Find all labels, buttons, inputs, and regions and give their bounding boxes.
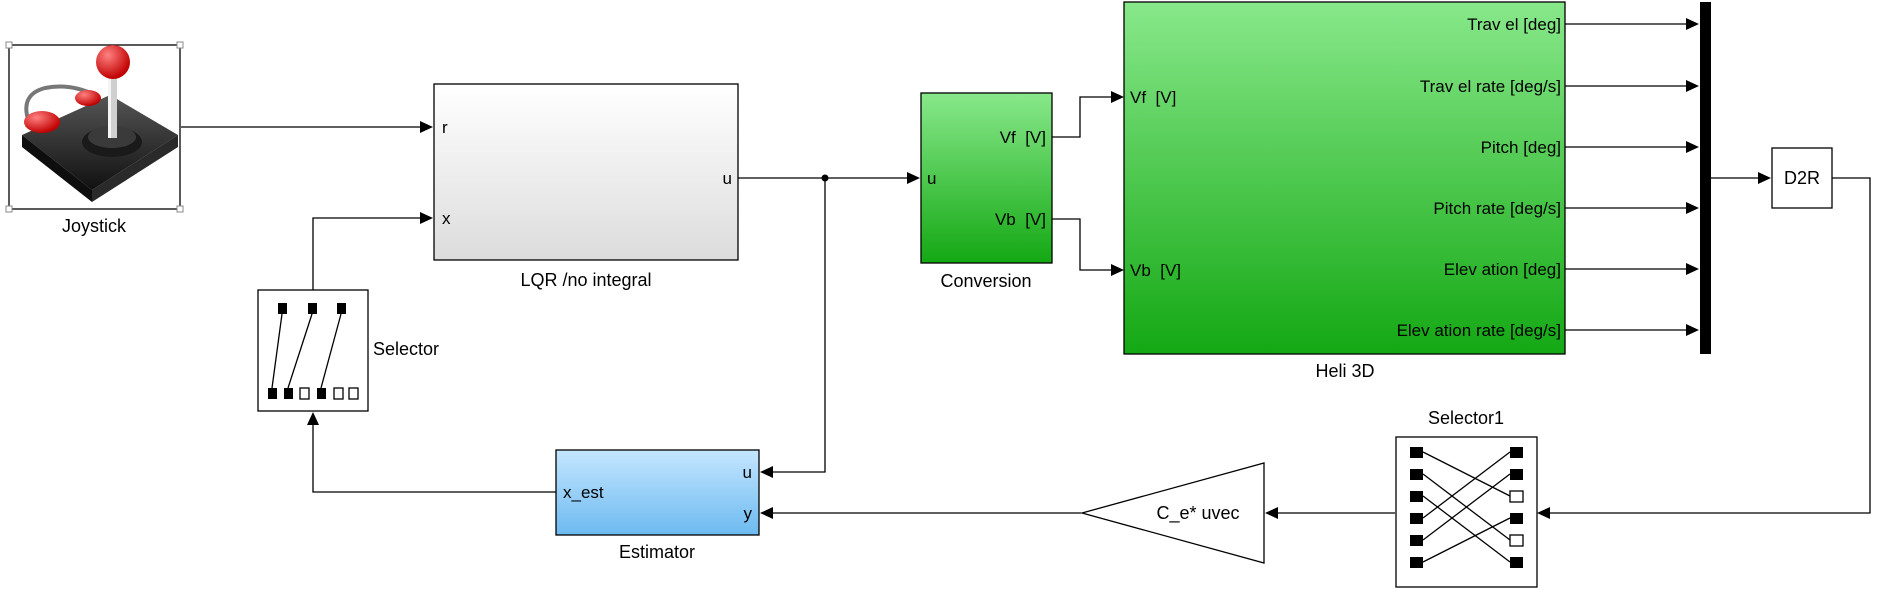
gain-block[interactable]: C_e* uvec [1079, 462, 1265, 564]
heli-port-elevation-rate: Elev ation rate [deg/s] [1397, 321, 1561, 340]
lqr-label: LQR /no integral [520, 270, 651, 290]
heli-port-pitch-rate: Pitch rate [deg/s] [1433, 199, 1561, 218]
selector1-label: Selector1 [1428, 408, 1504, 428]
estimator-block[interactable]: x_est u y [555, 449, 760, 536]
joystick-label: Joystick [62, 216, 127, 236]
heli-label: Heli 3D [1315, 361, 1374, 381]
lqr-block[interactable]: r x u [433, 83, 739, 261]
lqr-port-x: x [442, 209, 451, 228]
mux-block[interactable] [1700, 2, 1711, 354]
selector-label: Selector [373, 339, 439, 359]
heli-port-pitch: Pitch [deg] [1481, 138, 1561, 157]
heli-port-travel-rate: Trav el rate [deg/s] [1420, 77, 1561, 96]
estimator-port-x-est: x_est [563, 483, 604, 502]
estimator-label: Estimator [619, 542, 695, 562]
lqr-port-u: u [723, 169, 732, 188]
lqr-port-r: r [442, 118, 448, 137]
d2r-block[interactable]: D2R [1771, 147, 1833, 209]
signal-lines [181, 18, 1871, 519]
conversion-port-u: u [927, 169, 936, 188]
conversion-block[interactable]: u Vf [V] Vb [V] [920, 92, 1053, 264]
heli-port-elevation: Elev ation [deg] [1444, 260, 1561, 279]
conversion-label: Conversion [940, 271, 1031, 291]
estimator-port-u: u [743, 463, 752, 482]
heli-port-vb: Vb [V] [1130, 261, 1181, 280]
gain-text: C_e* uvec [1156, 503, 1239, 524]
heli-output-wires [1565, 18, 1699, 336]
heli-port-travel: Trav el [deg] [1467, 15, 1561, 34]
conversion-port-vb: Vb [V] [995, 210, 1046, 229]
conversion-port-vf: Vf [V] [1000, 128, 1046, 147]
selector-icon [268, 303, 359, 400]
heli-3d-block[interactable]: Vf [V] Vb [V] Trav el [deg] Trav el rate… [1123, 1, 1566, 355]
joystick-icon [22, 45, 178, 202]
selector-block[interactable] [257, 289, 369, 412]
d2r-text: D2R [1784, 168, 1820, 188]
joystick-block[interactable] [5, 41, 184, 213]
estimator-port-y: y [744, 504, 753, 523]
selector1-block[interactable] [1395, 436, 1538, 588]
selector1-icon [1410, 447, 1524, 568]
heli-port-vf: Vf [V] [1130, 88, 1176, 107]
